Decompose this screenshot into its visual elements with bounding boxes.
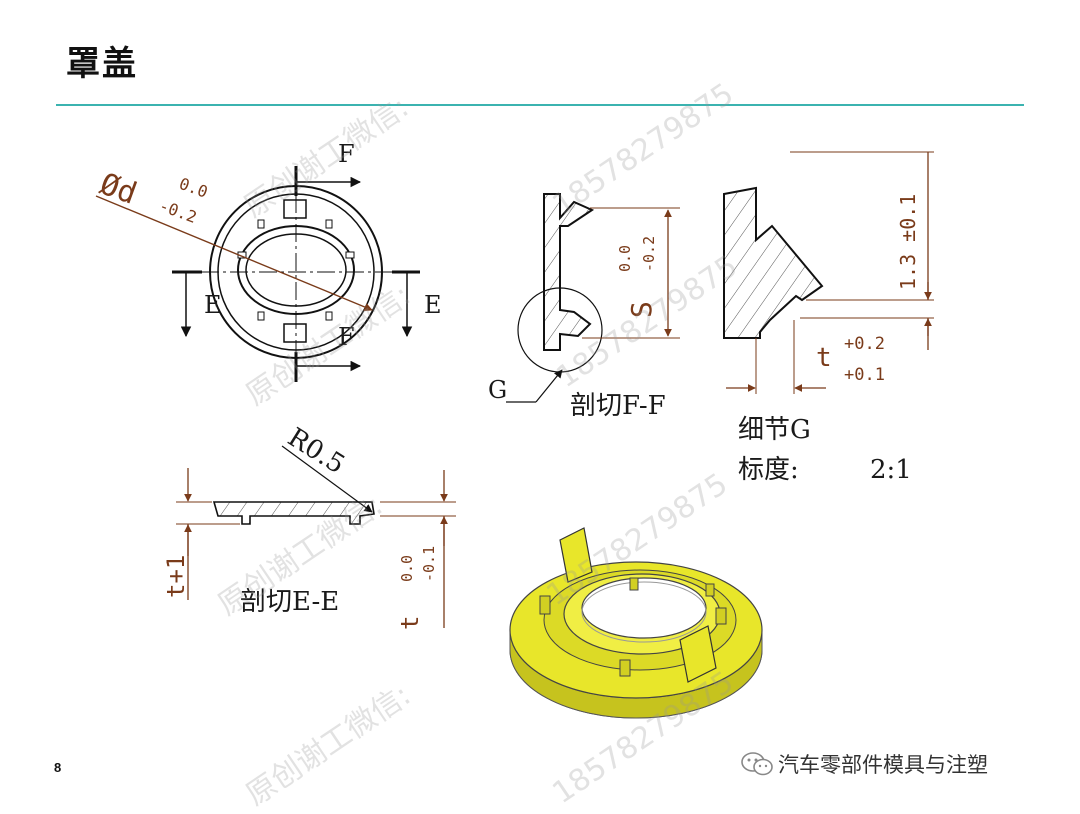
slide-title: 罩盖 xyxy=(66,44,138,84)
section-f-label-bottom: F xyxy=(338,323,355,351)
section-ee-caption: 剖切E-E xyxy=(240,587,339,617)
t-ee-upper-tol: 0.0 xyxy=(398,555,416,582)
t-plus-one-dim: t+1 xyxy=(162,555,190,598)
wechat-icon xyxy=(741,752,773,776)
diameter-label: Ød xyxy=(95,167,141,212)
s-lower-tol: -0.2 xyxy=(640,236,658,272)
detail-g-marker: G xyxy=(488,376,507,404)
section-e-label-left: E xyxy=(204,291,222,319)
page-number: 8 xyxy=(54,760,62,775)
t-upper-tol: +0.2 xyxy=(844,334,885,354)
scale-value: 2:1 xyxy=(870,455,912,485)
detail-g-view: 1.3 ±0.1 t +0.2 +0.1 细节G 标度: 2:1 xyxy=(723,151,934,485)
top-view: F F E E Ød 0.0 -0.2 xyxy=(95,140,442,382)
section-e-label-right: E xyxy=(424,291,442,319)
brand-footer: 汽车零部件模具与注塑 xyxy=(740,748,988,780)
diameter-lower-tol: -0.2 xyxy=(157,196,200,227)
t-label-detail: t xyxy=(816,343,832,373)
title-rule xyxy=(56,104,1024,106)
scale-label: 标度: xyxy=(738,455,799,485)
height-13-dim: 1.3 ±0.1 xyxy=(896,194,920,290)
s-upper-tol: 0.0 xyxy=(616,245,634,272)
section-ff-view: S 0.0 -0.2 G 剖切F-F xyxy=(488,193,680,421)
brand-name: 汽车零部件模具与注塑 xyxy=(778,753,988,777)
t-lower-tol: +0.1 xyxy=(844,365,885,385)
t-ee-lower-tol: -0.1 xyxy=(420,546,438,582)
section-ee-view: t+1 t 0.0 -0.1 R0.5 剖切E-E xyxy=(162,422,456,630)
diameter-upper-tol: 0.0 xyxy=(177,174,211,202)
t-ee-label: t xyxy=(396,616,424,630)
section-f-label-top: F xyxy=(338,140,355,168)
detail-g-title: 细节G xyxy=(738,415,811,445)
part-3d-render xyxy=(509,527,763,719)
section-ff-caption: 剖切F-F xyxy=(570,391,666,421)
s-label: S xyxy=(625,301,658,318)
